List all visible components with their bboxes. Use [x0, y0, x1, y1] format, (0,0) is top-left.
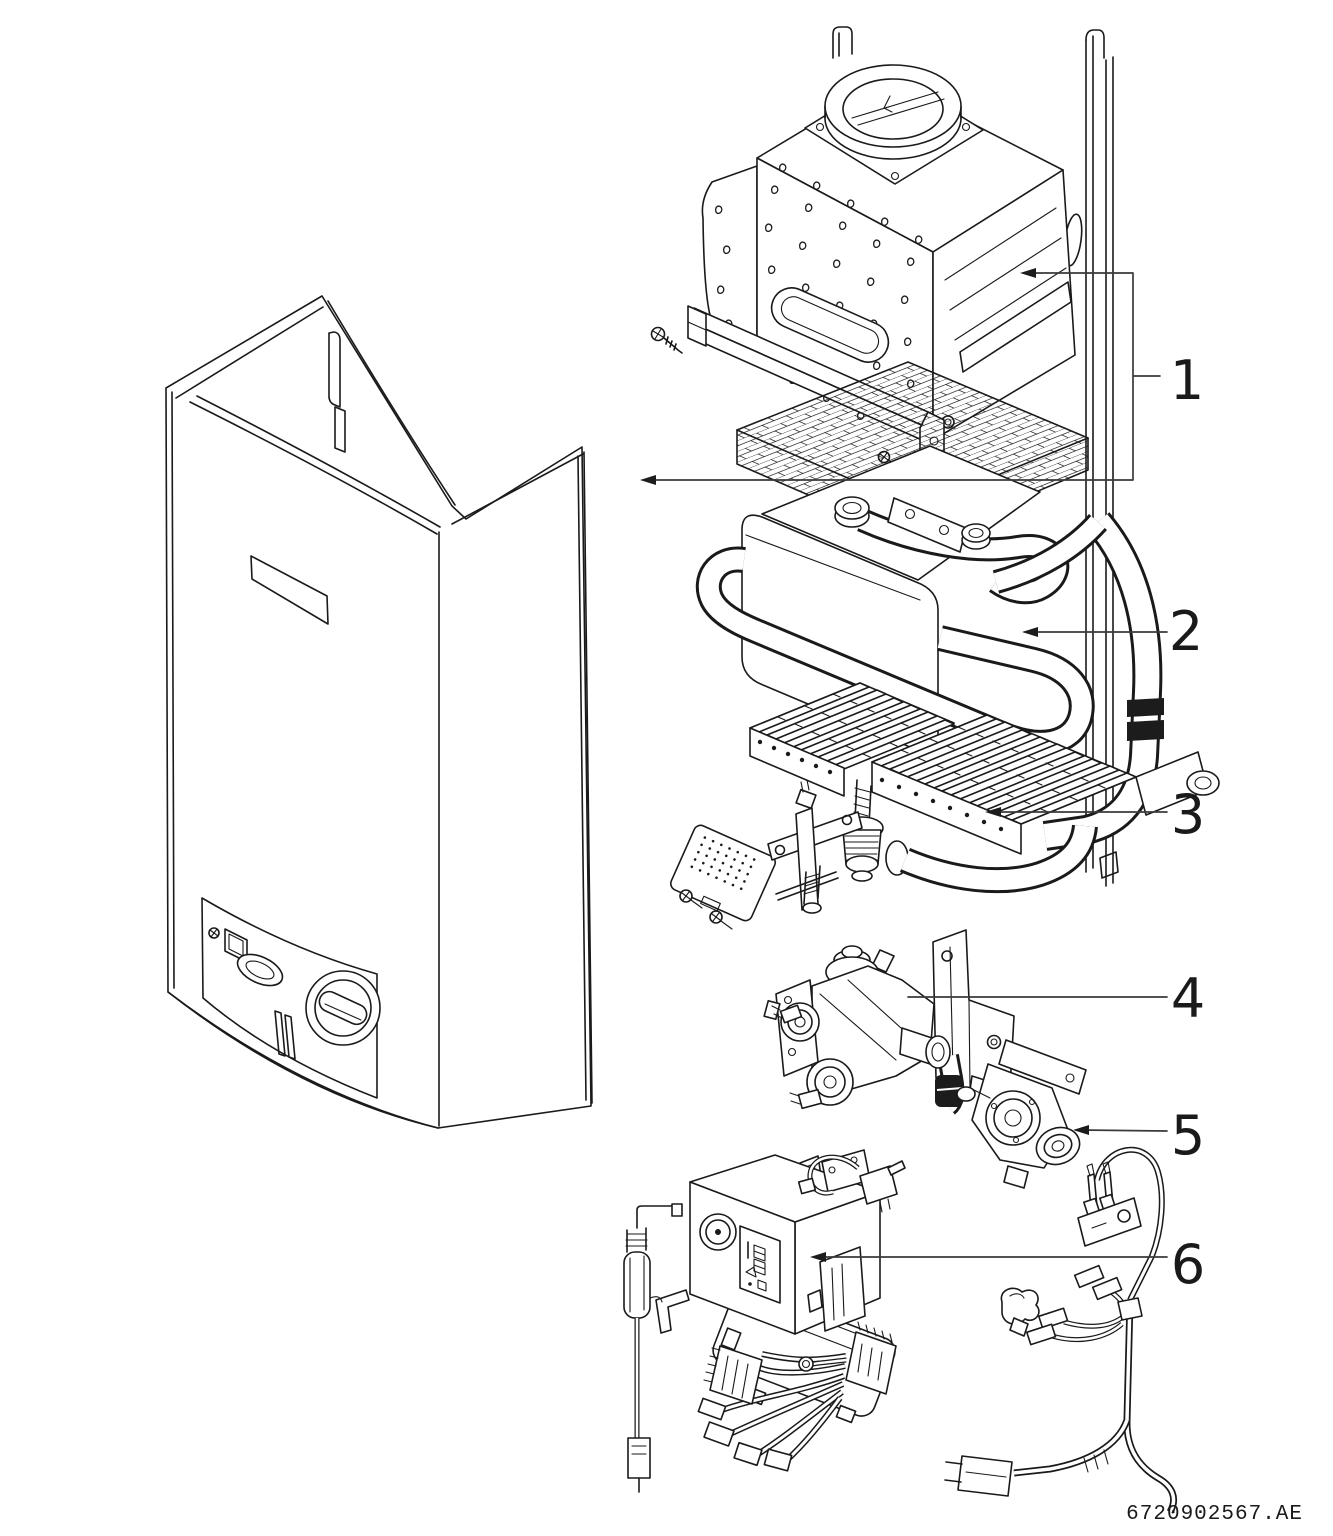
callout-lines [640, 268, 1168, 1262]
ignition-electrodes [1077, 1146, 1177, 1514]
callout-label-3: 3 [1170, 783, 1206, 846]
ring-terminal [798, 1356, 814, 1372]
flue-gas-switch [797, 1149, 906, 1213]
pilot-burner-bracket [767, 779, 863, 914]
document-code: 6720902567.AE [1126, 1503, 1303, 1526]
cable-clip [1000, 1287, 1040, 1337]
callout-label-1: 1 [1169, 349, 1205, 412]
spade-connector-wires [1025, 1264, 1143, 1346]
water-valve-assembly [763, 945, 951, 1110]
casing-top-slot [328, 331, 341, 408]
valve-mounting-bracket [932, 929, 1015, 1115]
callout-label-5: 5 [1170, 1104, 1206, 1167]
ionization-electrode [623, 1203, 690, 1493]
callout-label-2: 2 [1168, 600, 1204, 663]
callout-label-6: 6 [1170, 1233, 1206, 1296]
power-cord [944, 1418, 1131, 1497]
pilot-cover-panel [670, 824, 776, 930]
casing-control-panel [167, 897, 439, 1129]
panel-oval-slot [236, 953, 284, 987]
gas-valve [956, 1039, 1087, 1189]
pin-connector [709, 1345, 763, 1405]
pipe-rubber-collar [1127, 698, 1164, 741]
mains-plug [957, 1455, 1013, 1497]
chamber-lip [770, 287, 890, 363]
edge-connector [845, 1331, 897, 1395]
wiring-harness [697, 1321, 897, 1472]
casing-label-plate [250, 555, 329, 625]
callout-label-4: 4 [1170, 967, 1206, 1030]
retaining-bracket [655, 1289, 690, 1334]
outer-casing [165, 295, 593, 1129]
